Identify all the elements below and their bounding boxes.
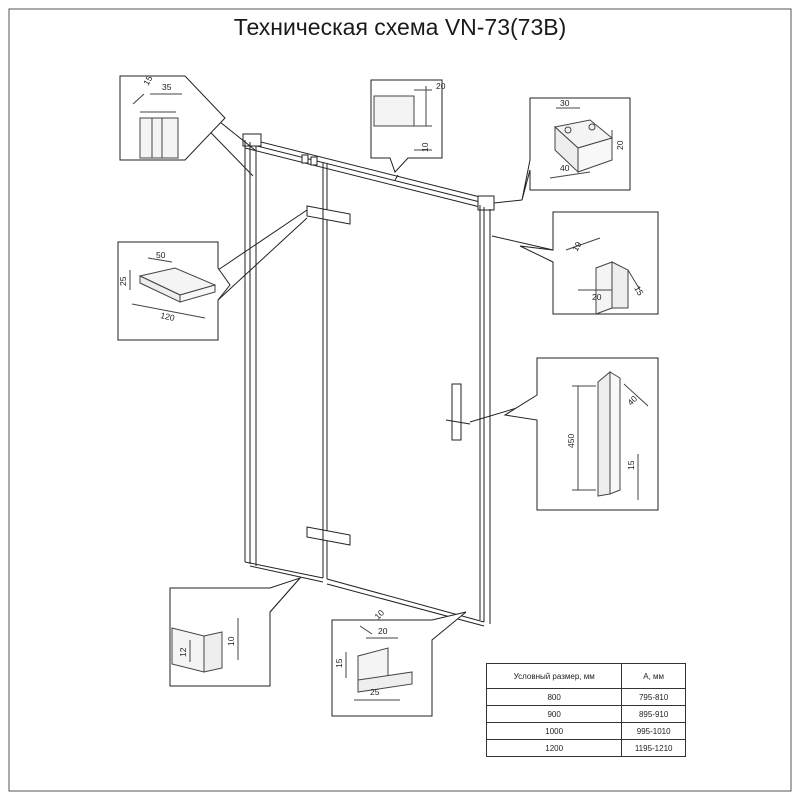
top-rail [244, 137, 493, 201]
top-clip-2 [310, 156, 318, 166]
dim-15-threshold: 15 [334, 658, 344, 668]
table-cell: 1195-1210 [621, 739, 686, 757]
table-row: 1000 995-1010 [485, 722, 686, 740]
table-cell: 900 [485, 705, 623, 723]
table-cell: 1000 [485, 722, 623, 740]
table-cell: 795-810 [621, 688, 686, 706]
dim-25: 25 [370, 687, 380, 697]
dim-20-side: 20 [615, 140, 625, 150]
dim-50: 50 [156, 250, 166, 260]
dim-10-bottom: 10 [226, 636, 236, 646]
dim-20: 20 [436, 81, 446, 91]
dim-10: 10 [420, 142, 430, 152]
size-table: Условный размер, мм А, мм 800 795-810 90… [485, 663, 686, 757]
detail-top-right: 30 20 40 [521, 97, 631, 201]
dim-30: 30 [560, 98, 570, 108]
detail-hinge: 50 25 120 [117, 241, 231, 341]
detail-top-left: 15 35 [119, 74, 226, 161]
table-row: 800 795-810 [485, 688, 686, 706]
dim-15: 15 [141, 74, 155, 87]
table-cell: 995-1010 [621, 722, 686, 740]
detail-handle: 450 40 15 [503, 357, 659, 511]
dim-15-profile: 15 [632, 284, 646, 297]
top-rail-end-left [242, 133, 262, 147]
table-cell: 800 [485, 688, 623, 706]
table-cell: 1200 [485, 739, 623, 757]
hinge-lower [306, 526, 351, 546]
table-cell: 895-910 [621, 705, 686, 723]
detail-top-middle: 20 10 [370, 79, 446, 173]
detail-wall-profile: 19 20 15 [519, 211, 659, 315]
dim-35: 35 [162, 82, 172, 92]
bottom-edge-left [244, 561, 324, 579]
detail-bottom-left: 10 12 [169, 576, 302, 687]
dim-40: 40 [560, 163, 570, 173]
door-assembly [242, 133, 495, 627]
table-row: 1200 1195-1210 [485, 739, 686, 757]
detail-bottom-middle: 10 20 15 25 [331, 607, 467, 717]
table-header: А, мм [621, 663, 686, 689]
dim-20-threshold: 20 [378, 626, 388, 636]
dim-120: 120 [160, 310, 176, 323]
dim-10-threshold: 10 [372, 607, 386, 621]
dim-15-handle: 15 [626, 460, 636, 470]
page-frame [8, 8, 792, 792]
dim-20-profile: 20 [592, 292, 602, 302]
hinge-upper [306, 205, 351, 225]
dim-25: 25 [118, 276, 128, 286]
dim-19: 19 [570, 240, 584, 253]
dim-450: 450 [566, 434, 576, 448]
table-row: 900 895-910 [485, 705, 686, 723]
table-header: Условный размер, мм [485, 663, 623, 689]
leader-lines [184, 105, 554, 627]
door-handle [445, 383, 471, 441]
top-clip-1 [301, 154, 309, 164]
page-title: Техническая схема VN-73(73B) [233, 14, 567, 40]
dim-12: 12 [178, 647, 188, 657]
